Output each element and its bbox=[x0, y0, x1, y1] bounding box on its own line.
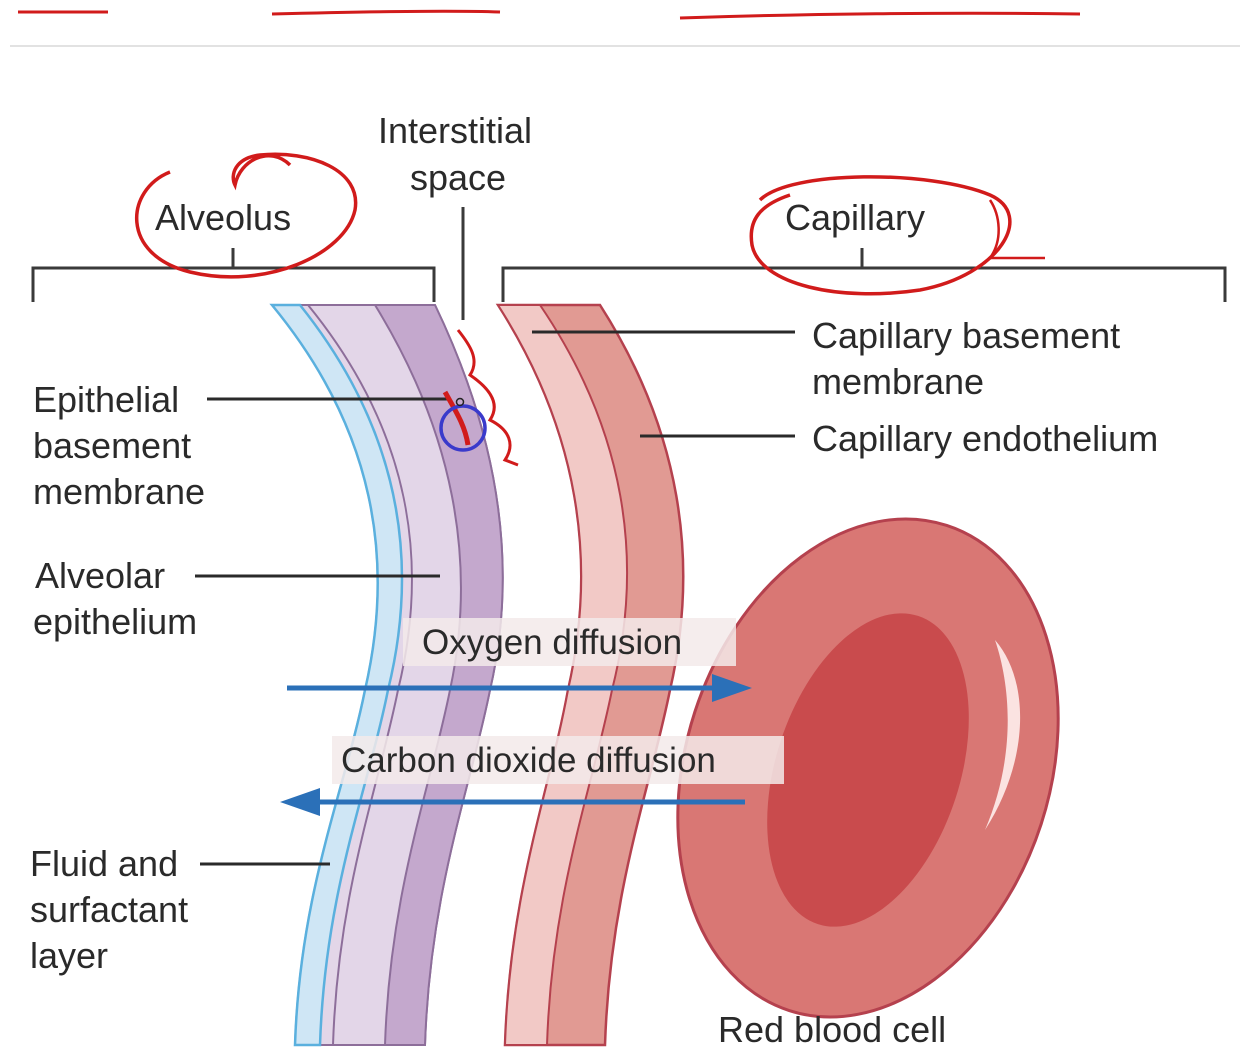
capillary-endothelium-label: Capillary endothelium bbox=[812, 418, 1158, 459]
capillary-label: Capillary bbox=[785, 197, 925, 238]
top-stroke-3 bbox=[680, 13, 1080, 18]
oxygen-diffusion-label: Oxygen diffusion bbox=[422, 623, 682, 662]
co2-arrow-head bbox=[280, 788, 320, 816]
top-annotation-strokes bbox=[18, 11, 1080, 18]
fluid-label-line3: layer bbox=[30, 935, 108, 976]
capillary-bracket bbox=[503, 268, 1225, 302]
red-blood-cell-label: Red blood cell bbox=[718, 1009, 946, 1050]
fluid-label-line1: Fluid and bbox=[30, 843, 178, 884]
capillary-bm-label-line2: membrane bbox=[812, 361, 984, 402]
alveolus-label: Alveolus bbox=[155, 197, 291, 238]
co2-diffusion-label: Carbon dioxide diffusion bbox=[341, 741, 716, 780]
alveolar-epithelium-label-line1: Alveolar bbox=[35, 555, 165, 596]
epithelial-bm-label-line1: Epithelial bbox=[33, 379, 179, 420]
epithelial-bm-label-line2: basement bbox=[33, 425, 191, 466]
interstitial-label-line1: Interstitial bbox=[378, 110, 532, 151]
interstitial-label-line2: space bbox=[410, 157, 506, 198]
capillary-wall bbox=[498, 305, 683, 1045]
capillary-bm-label-line1: Capillary basement bbox=[812, 315, 1120, 356]
top-stroke-2 bbox=[272, 11, 500, 14]
alveolus-bracket bbox=[33, 268, 434, 302]
fluid-label-line2: surfactant bbox=[30, 889, 188, 930]
alveolar-wall bbox=[272, 305, 503, 1045]
alveolar-epithelium-label-line2: epithelium bbox=[33, 601, 197, 642]
epithelial-bm-label-line3: membrane bbox=[33, 471, 205, 512]
